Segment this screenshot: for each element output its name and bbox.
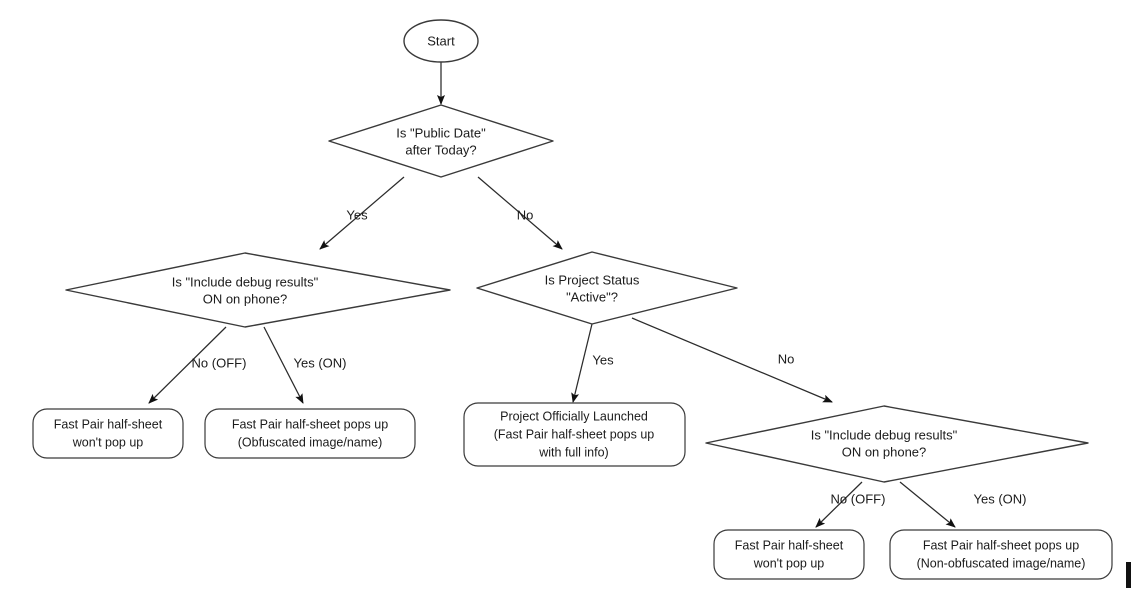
edge-artifact-mark — [1126, 562, 1131, 588]
edge-project-status-yes: Yes — [571, 323, 614, 403]
node-result-right-on[interactable]: Fast Pair half-sheet pops up (Non-obfusc… — [889, 529, 1113, 580]
node-decision-project-status-line1: Is Project Status — [545, 272, 640, 287]
edge-label-project-status-yes: Yes — [592, 352, 614, 367]
node-decision-project-status-line2: "Active"? — [566, 289, 618, 304]
edge-label-debug-left-on: Yes (ON) — [294, 355, 347, 370]
node-start[interactable]: Start — [403, 19, 479, 63]
node-result-right-off-line1: Fast Pair half-sheet — [735, 538, 844, 552]
edge-label-debug-right-off: No (OFF) — [831, 491, 886, 506]
node-decision-public-date-line2: after Today? — [405, 142, 476, 157]
node-result-launched-line3: with full info) — [538, 445, 608, 459]
node-decision-debug-left-line2: ON on phone? — [203, 291, 288, 306]
node-decision-debug-right-line2: ON on phone? — [842, 444, 927, 459]
edge-public-date-no: No — [477, 176, 563, 250]
edge-label-public-date-no: No — [517, 207, 534, 222]
node-result-right-on-line2: (Non-obfuscated image/name) — [917, 556, 1086, 570]
edge-debug-right-on: Yes (ON) — [899, 481, 1027, 528]
edge-label-debug-right-on: Yes (ON) — [974, 491, 1027, 506]
edge-label-public-date-yes: Yes — [346, 207, 368, 222]
edge-debug-right-off: No (OFF) — [815, 481, 886, 528]
node-result-left-on[interactable]: Fast Pair half-sheet pops up (Obfuscated… — [204, 408, 416, 459]
node-result-launched-line1: Project Officially Launched — [500, 409, 648, 423]
node-result-left-off[interactable]: Fast Pair half-sheet won't pop up — [32, 408, 184, 459]
edge-label-debug-left-off: No (OFF) — [192, 355, 247, 370]
node-result-launched[interactable]: Project Officially Launched (Fast Pair h… — [463, 402, 686, 467]
node-decision-debug-left[interactable]: Is "Include debug results" ON on phone? — [65, 252, 451, 328]
node-result-left-off-line2: won't pop up — [72, 435, 144, 449]
node-decision-debug-right-line1: Is "Include debug results" — [811, 427, 958, 442]
node-decision-public-date[interactable]: Is "Public Date" after Today? — [328, 104, 554, 178]
node-result-launched-line2: (Fast Pair half-sheet pops up — [494, 427, 655, 441]
edge-public-date-yes: Yes — [319, 176, 405, 250]
node-decision-public-date-line1: Is "Public Date" — [396, 125, 486, 140]
edge-label-project-status-no: No — [778, 351, 795, 366]
node-result-right-off-line2: won't pop up — [753, 556, 825, 570]
edge-project-status-no: No — [631, 317, 833, 403]
node-start-label: Start — [427, 33, 455, 48]
edge-debug-left-off: No (OFF) — [148, 326, 247, 404]
node-result-right-off[interactable]: Fast Pair half-sheet won't pop up — [713, 529, 865, 580]
node-result-left-on-line2: (Obfuscated image/name) — [238, 435, 383, 449]
edge-debug-left-on: Yes (ON) — [263, 326, 347, 404]
node-decision-debug-left-line1: Is "Include debug results" — [172, 274, 319, 289]
node-result-right-on-line1: Fast Pair half-sheet pops up — [923, 538, 1079, 552]
node-decision-debug-right[interactable]: Is "Include debug results" ON on phone? — [705, 405, 1089, 483]
node-result-left-on-line1: Fast Pair half-sheet pops up — [232, 417, 388, 431]
node-decision-project-status[interactable]: Is Project Status "Active"? — [476, 251, 738, 325]
node-result-left-off-line1: Fast Pair half-sheet — [54, 417, 163, 431]
